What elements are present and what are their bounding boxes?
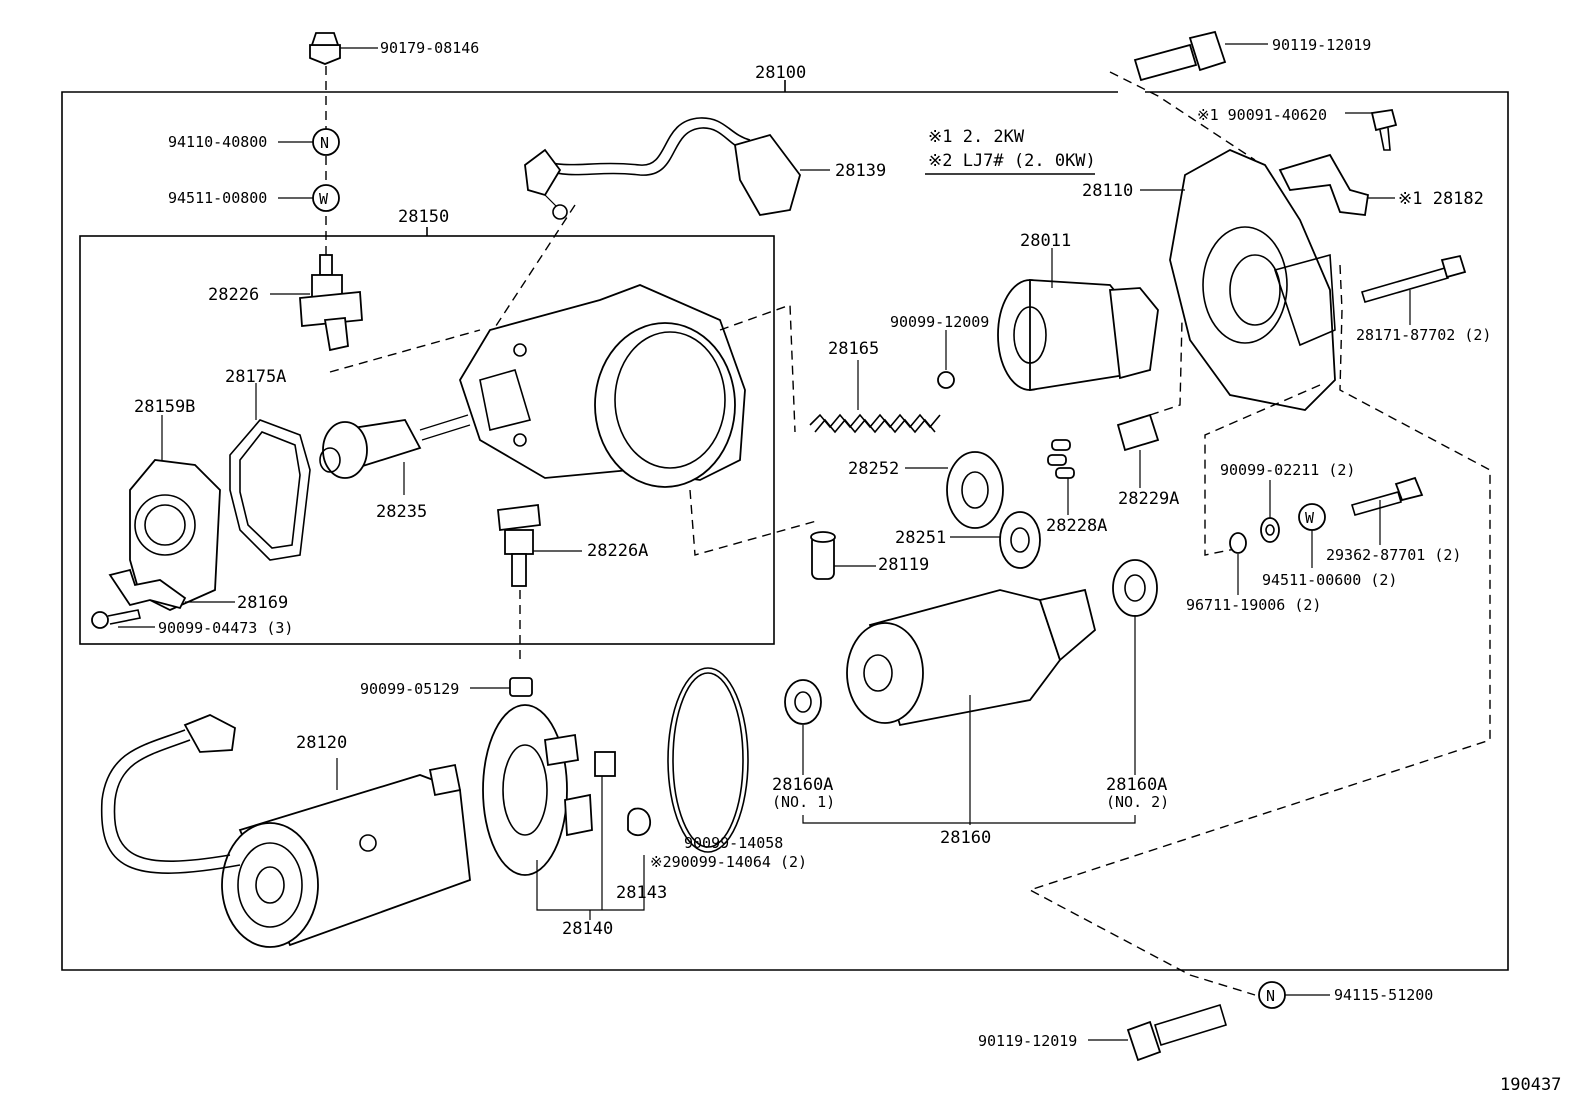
label-28150: 28150 bbox=[398, 207, 449, 227]
label-28160A-no2-sub: (NO. 2) bbox=[1106, 793, 1169, 811]
nut-90099-05129 bbox=[470, 677, 533, 697]
label-28011: 28011 bbox=[1020, 231, 1071, 251]
label-28119: 28119 bbox=[878, 555, 929, 575]
label-90099-04473: 90099-04473 (3) bbox=[158, 619, 293, 637]
washer-marker-94511: W bbox=[278, 184, 340, 212]
label-28160A-no1: 28160A bbox=[772, 775, 833, 795]
label-28182: ※1 28182 bbox=[1398, 189, 1484, 209]
label-29362-87701: 29362-87701 (2) bbox=[1326, 546, 1461, 564]
label-90119-12019-bottom: 90119-12019 bbox=[978, 1032, 1077, 1050]
terminal-28226 bbox=[270, 254, 363, 352]
label-28252: 28252 bbox=[848, 459, 899, 479]
label-28110: 28110 bbox=[1082, 181, 1133, 201]
cover-28159B bbox=[129, 415, 221, 611]
label-90119-12019-top: 90119-12019 bbox=[1272, 36, 1371, 54]
label-90099-14058: 90099-14058 bbox=[684, 834, 783, 852]
terminal-28226A bbox=[497, 503, 582, 587]
label-28228A: 28228A bbox=[1046, 516, 1107, 536]
label-90179-08146: 90179-08146 bbox=[380, 39, 479, 57]
lead-wire-28139 bbox=[524, 117, 830, 220]
label-28160A-no2: 28160A bbox=[1106, 775, 1167, 795]
label-28171-87702: 28171-87702 (2) bbox=[1356, 326, 1491, 344]
label-28165: 28165 bbox=[828, 339, 879, 359]
pin-28119 bbox=[810, 531, 876, 580]
subassembly-frame-28150 bbox=[79, 227, 775, 645]
label-28169: 28169 bbox=[237, 593, 288, 613]
label-90091-40620: ※1 90091-40620 bbox=[1197, 106, 1327, 124]
plate-28182 bbox=[1278, 153, 1395, 216]
bolt-90119-12019-top bbox=[1133, 30, 1268, 82]
spring-28165 bbox=[809, 360, 941, 434]
legend-note-1: ※1 2. 2KW bbox=[928, 127, 1025, 147]
spring-28143 bbox=[627, 807, 651, 837]
label-28226: 28226 bbox=[208, 285, 259, 305]
label-28139: 28139 bbox=[835, 161, 886, 181]
bracket-28169 bbox=[108, 568, 235, 610]
label-28251: 28251 bbox=[895, 528, 946, 548]
label-28143: 28143 bbox=[616, 883, 667, 903]
gear-28252 bbox=[905, 451, 1004, 529]
bolt-29362-87701 bbox=[1351, 476, 1424, 545]
end-frame-28110 bbox=[1140, 148, 1336, 411]
label-96711-19006: 96711-19006 (2) bbox=[1186, 596, 1321, 614]
plunger-28235 bbox=[319, 414, 471, 495]
label-28159B: 28159B bbox=[134, 397, 195, 417]
label-90099-12009: 90099-12009 bbox=[890, 313, 989, 331]
drawing-number: 190437 bbox=[1500, 1075, 1561, 1095]
nut-marker-94110: N bbox=[278, 128, 340, 156]
label-94115-51200: 94115-51200 bbox=[1334, 986, 1433, 1004]
label-28160A-no1-sub: (NO. 1) bbox=[772, 793, 835, 811]
label-94110-40800: 94110-40800 bbox=[168, 133, 267, 151]
label-28235: 28235 bbox=[376, 502, 427, 522]
nut-90179-08146 bbox=[309, 32, 378, 65]
label-94511-00600: 94511-00600 (2) bbox=[1262, 571, 1397, 589]
washer-marker-94511-00600: W bbox=[1298, 503, 1326, 568]
screw-90091-40620 bbox=[1345, 108, 1398, 151]
label-90099-02211: 90099-02211 (2) bbox=[1220, 461, 1355, 479]
bolt-90119-12019-bottom bbox=[1088, 1003, 1227, 1062]
label-28140: 28140 bbox=[562, 919, 613, 939]
washer-96711-19006 bbox=[1229, 532, 1247, 595]
washer-90099-02211 bbox=[1260, 480, 1280, 543]
legend-note-2: ※2 LJ7# (2. 0KW) bbox=[928, 151, 1096, 171]
screw-90099-04473 bbox=[91, 609, 155, 629]
bolt-28171-87702 bbox=[1361, 254, 1467, 325]
rollers-28228A bbox=[1047, 439, 1075, 515]
gasket-28175A bbox=[229, 383, 311, 561]
nut-marker-94115-51200: N bbox=[1258, 981, 1330, 1009]
label-28100: 28100 bbox=[755, 63, 806, 83]
main-frame bbox=[61, 80, 1509, 971]
drive-housing bbox=[459, 284, 746, 488]
label-94511-00800: 94511-00800 bbox=[168, 189, 267, 207]
svg-text:N: N bbox=[1266, 987, 1275, 1005]
label-28226A: 28226A bbox=[587, 541, 648, 561]
label-28160: 28160 bbox=[940, 828, 991, 848]
label-28175A: 28175A bbox=[225, 367, 286, 387]
gear-28251 bbox=[950, 511, 1041, 569]
label-90099-14064: ※290099-14064 (2) bbox=[650, 853, 807, 871]
label-90099-05129: 90099-05129 bbox=[360, 680, 459, 698]
solenoid-28120 bbox=[100, 714, 471, 948]
svg-text:N: N bbox=[320, 134, 329, 152]
svg-text:W: W bbox=[319, 190, 329, 208]
o-ring-90099-14058 bbox=[667, 667, 749, 853]
armature-28160 bbox=[784, 559, 1158, 825]
svg-text:W: W bbox=[1305, 509, 1315, 527]
ball-90099-12009 bbox=[937, 330, 955, 389]
label-28120: 28120 bbox=[296, 733, 347, 753]
retainer-28229A bbox=[1116, 413, 1160, 488]
brush-holder-28140 bbox=[482, 704, 645, 920]
clutch-28011 bbox=[997, 248, 1159, 392]
label-28229A: 28229A bbox=[1118, 489, 1179, 509]
